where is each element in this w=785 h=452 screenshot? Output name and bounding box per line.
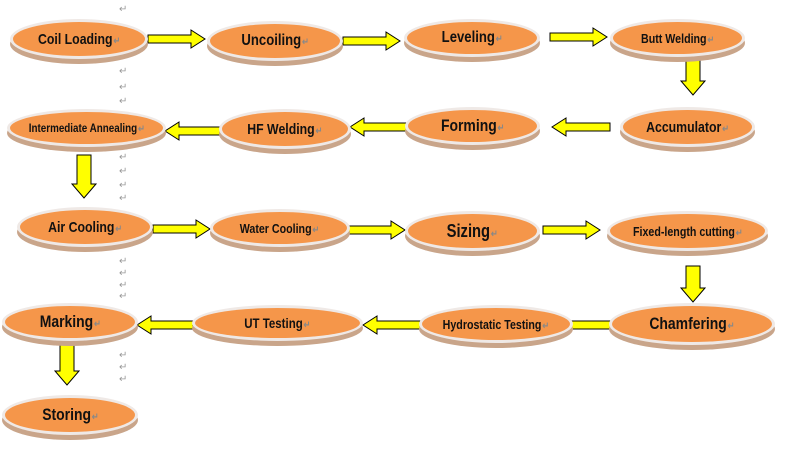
step-ut-testing: UT Testing↵ [195, 308, 360, 338]
paragraph-mark: ↵ [722, 123, 729, 135]
paragraph-mark: ↵ [495, 34, 503, 45]
step-label: Chamfering↵ [649, 314, 735, 333]
step-sizing: Sizing↵ [408, 214, 537, 248]
arrow-left-icon [551, 117, 611, 137]
step-intermediate-annealing: Intermediate Annealing↵ [10, 112, 163, 144]
paragraph-mark: ↵ [491, 228, 499, 240]
arrow-right-icon [147, 29, 206, 49]
paragraph-mark: ↵ [301, 37, 309, 48]
arrow-left-icon [349, 117, 409, 137]
step-hydrostatic-testing: Hydrostatic Testing↵ [422, 308, 570, 340]
paragraph-mark: ↵ [119, 268, 128, 279]
paragraph-mark: ↵ [727, 321, 735, 332]
step-hf-welding: HF Welding↵ [222, 112, 348, 146]
paragraph-mark: ↵ [303, 320, 311, 331]
step-label: Accumulator↵ [646, 118, 729, 136]
paragraph-mark: ↵ [735, 227, 743, 239]
arrow-right-icon [152, 219, 211, 239]
paragraph-mark: ↵ [137, 124, 145, 135]
arrow-left-icon [164, 121, 221, 141]
step-label: Hydrostatic Testing↵ [442, 316, 550, 332]
paragraph-mark: ↵ [119, 180, 128, 191]
arrow-down-icon [53, 344, 81, 386]
arrow-down-icon [679, 57, 707, 96]
step-storing: Storing↵ [5, 398, 135, 432]
paragraph-mark: ↵ [119, 152, 128, 163]
paragraph-mark: ↵ [119, 280, 128, 291]
step-label: Air Cooling↵ [48, 218, 122, 236]
step-butt-welding: Butt Welding↵ [613, 22, 742, 54]
paragraph-mark: ↵ [119, 291, 128, 302]
step-accumulator: Accumulator↵ [623, 110, 752, 144]
step-leveling: Leveling↵ [407, 22, 537, 54]
paragraph-mark: ↵ [707, 34, 715, 46]
arrow-left-icon [136, 315, 194, 335]
arrow-right-icon [542, 220, 601, 240]
step-label: Sizing↵ [446, 220, 499, 241]
paragraph-mark: ↵ [119, 362, 128, 373]
step-chamfering: Chamfering↵ [612, 306, 772, 342]
arrow-down-icon [70, 154, 98, 199]
step-water-cooling: Water Cooling↵ [213, 212, 347, 244]
step-coil-loading: Coil Loading↵ [13, 22, 145, 56]
paragraph-mark: ↵ [119, 66, 128, 77]
paragraph-mark: ↵ [113, 35, 121, 47]
paragraph-mark: ↵ [119, 96, 128, 107]
paragraph-mark: ↵ [119, 166, 128, 177]
step-forming: Forming↵ [408, 110, 537, 142]
paragraph-mark: ↵ [115, 223, 122, 235]
paragraph-mark: ↵ [119, 4, 128, 15]
arrow-right-icon [347, 220, 406, 240]
paragraph-mark: ↵ [119, 374, 128, 385]
paragraph-mark: ↵ [312, 224, 320, 236]
paragraph-mark: ↵ [119, 193, 128, 204]
step-label: Leveling↵ [441, 29, 503, 46]
paragraph-mark: ↵ [93, 319, 101, 330]
paragraph-mark: ↵ [497, 123, 505, 134]
step-label: Intermediate Annealing↵ [28, 121, 145, 135]
step-fixed-length-cutting: Fixed-length cutting↵ [610, 214, 765, 248]
paragraph-mark: ↵ [119, 256, 128, 267]
step-label: Butt Welding↵ [640, 30, 715, 46]
step-label: HF Welding↵ [247, 120, 323, 138]
arrow-left-icon [362, 315, 421, 335]
step-air-cooling: Air Cooling↵ [20, 210, 150, 244]
paragraph-mark: ↵ [315, 125, 323, 137]
step-label: Coil Loading↵ [37, 30, 121, 48]
paragraph-mark: ↵ [542, 320, 550, 332]
step-marking: Marking↵ [5, 306, 135, 338]
step-label: Water Cooling↵ [240, 220, 320, 236]
step-label: Uncoiling↵ [241, 32, 309, 49]
step-uncoiling: Uncoiling↵ [210, 24, 340, 58]
step-label: UT Testing↵ [244, 315, 311, 331]
paragraph-mark: ↵ [91, 412, 99, 423]
arrow-right-icon [342, 31, 401, 51]
step-label: Fixed-length cutting↵ [632, 223, 743, 239]
paragraph-mark: ↵ [119, 82, 128, 93]
arrow-down-icon [679, 265, 707, 303]
step-label: Marking↵ [39, 312, 101, 331]
step-label: Storing↵ [41, 405, 99, 424]
arrow-line [569, 320, 613, 330]
arrow-right-icon [549, 27, 608, 47]
paragraph-mark: ↵ [119, 350, 128, 361]
step-label: Forming↵ [440, 116, 505, 135]
